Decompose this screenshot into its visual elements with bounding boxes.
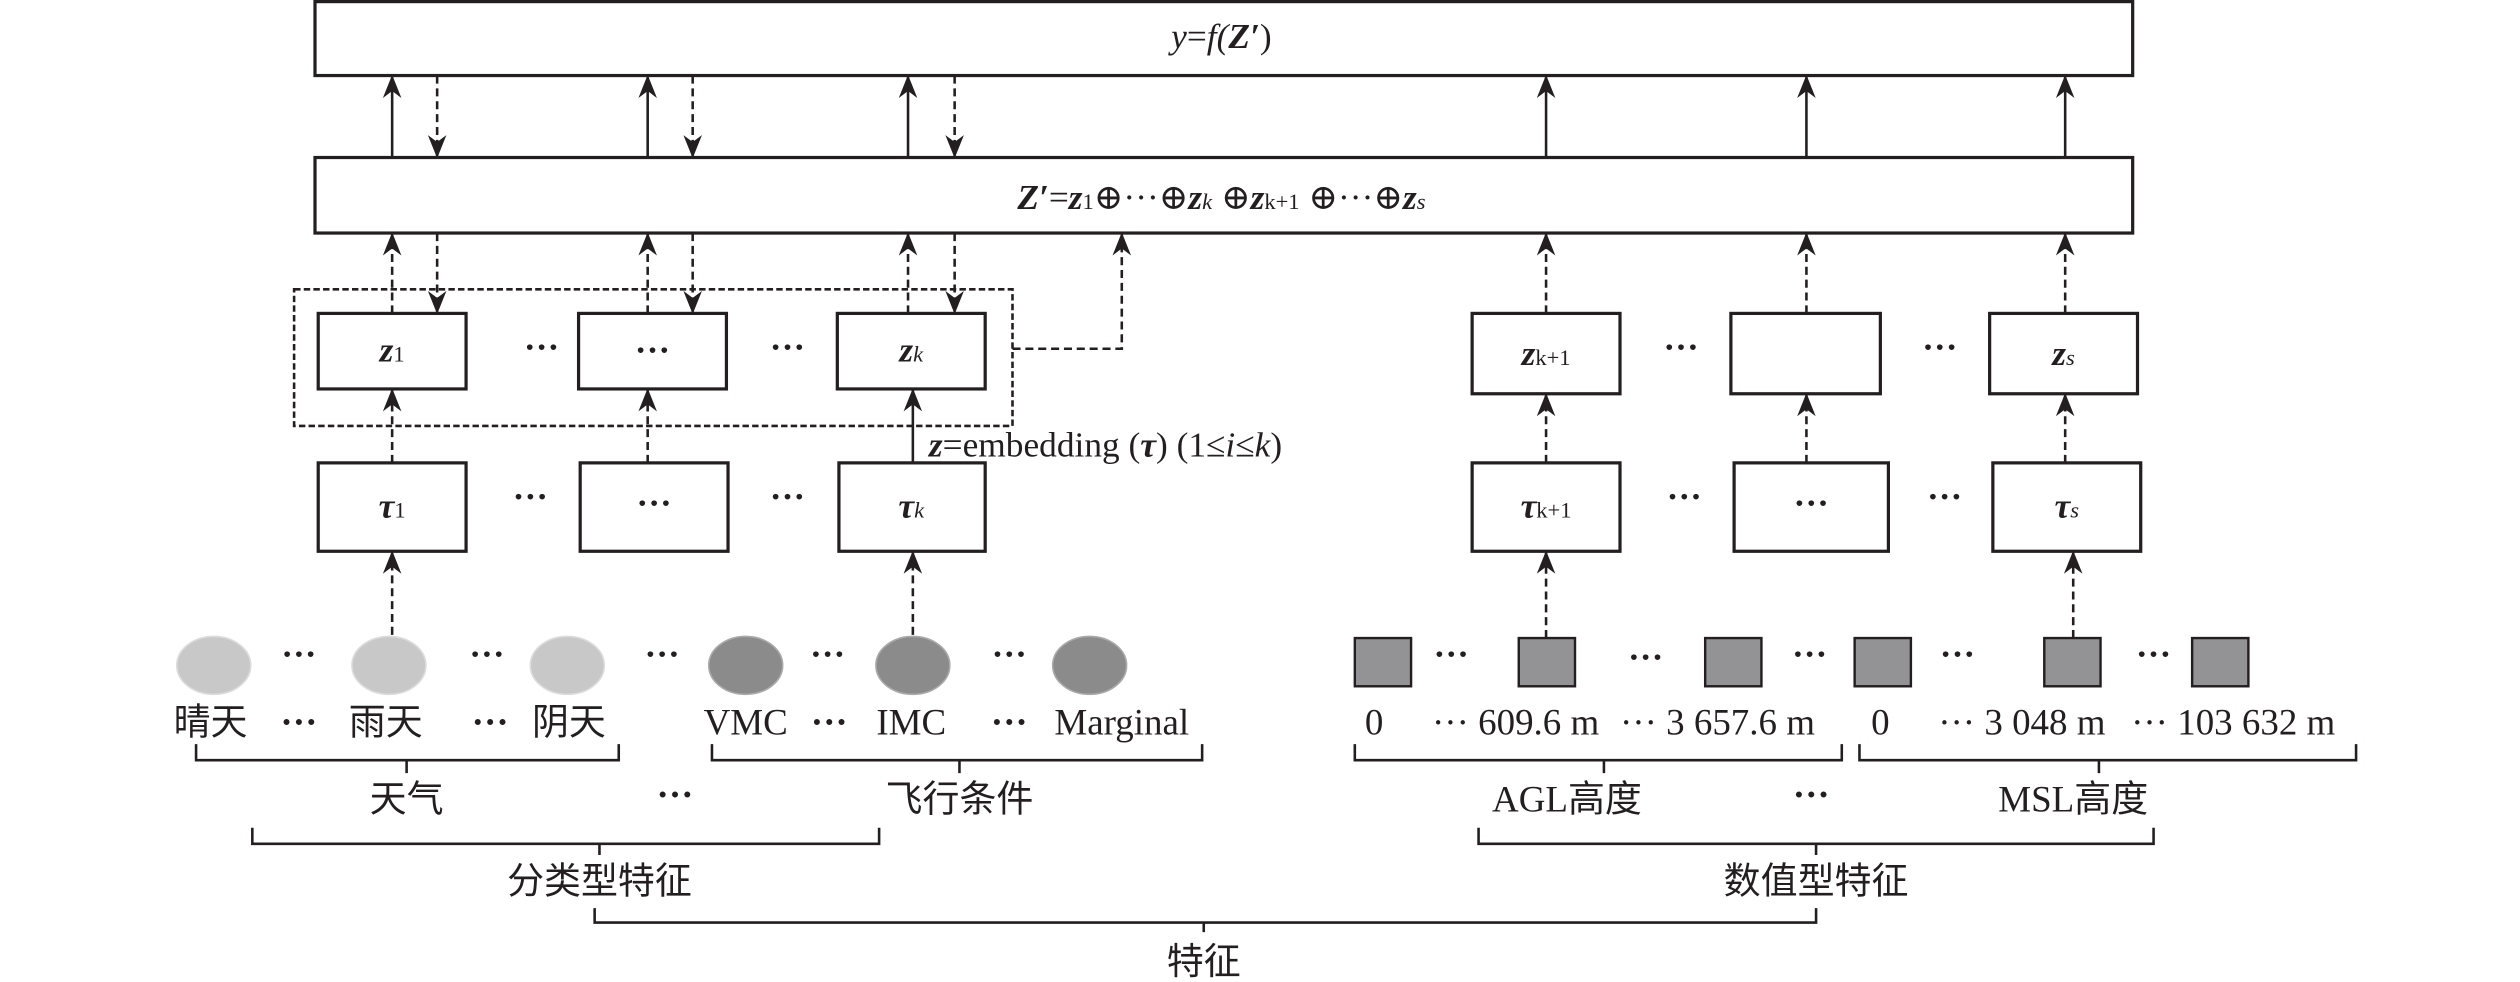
ellipsis: ··· [1628,637,1663,677]
svg-text:···: ··· [1794,482,1829,522]
flight-condition-token [707,635,784,696]
agl-token [1353,636,1413,688]
flight-condition-token [1051,635,1128,696]
ellipsis: ··· [770,326,805,366]
ellipsis: ··· [1927,476,1962,516]
root-features: 特征 [1167,941,1241,982]
ellipsis: ··· [657,774,694,815]
tau-box-middle: ··· [578,461,730,553]
value-label: 0 [1871,701,1889,742]
value-label: Marginal [1054,701,1189,742]
weather-token [529,635,606,696]
value-label: 雨天 [349,701,423,742]
output-box [313,0,2135,78]
svg-text:zk+1: zk+1 [1521,333,1571,373]
value-label: ··· 103 632 m [2131,701,2335,742]
z-box-s: zs [1988,311,2140,396]
embedding-group-frame [292,288,1014,428]
svg-text:z1: z1 [379,330,405,370]
weather-token [175,635,252,696]
concat-formula: Z′=z1⊕···⊕zk ⊕zk+1 ⊕···⊕zs [1016,177,1425,217]
value-label: VMC [704,701,788,742]
tau-box-1: τ1 [316,461,468,553]
input-to-tau-arrows [382,550,2083,639]
value-label: ··· [811,701,848,742]
ellipsis: ··· [1792,633,1827,673]
embedding-formula: z=embedding (τ) (1≤i≤k) [928,424,1282,464]
ellipsis: ··· [810,633,845,673]
ellipsis: ··· [1434,633,1469,673]
tau-box-s: τs [1991,461,2143,553]
category-numeric-features: 数值型特征 [1724,861,1909,902]
svg-text:τk+1: τk+1 [1521,486,1572,526]
agl-token [1517,636,1577,688]
svg-text:zs: zs [2051,333,2075,373]
z-box-middle-right [1729,311,1882,396]
group-label-msl: MSL高度 [1998,779,2148,820]
value-label: 0 [1365,701,1383,742]
svg-text:···: ··· [635,330,670,370]
weather-token [351,635,427,696]
value-label: ··· 3 657.6 m [1620,701,1815,742]
numeric-value-labels: 0 ··· 609.6 m ··· 3 657.6 m 0 ··· 3 048 … [1365,701,2336,742]
z-box-middle: ··· [576,311,729,391]
value-label: ··· 609.6 m [1432,701,1600,742]
ellipsis: ··· [770,476,805,516]
value-label: ··· [472,701,509,742]
ellipsis: ··· [281,633,316,673]
category-categorical-features: 分类型特征 [507,861,692,902]
svg-text:τ1: τ1 [379,486,406,526]
categorical-value-labels: 晴天 ··· 雨天 ··· 阴天 VMC ··· IMC ··· Margina… [174,701,1190,742]
svg-text:τk: τk [898,486,925,526]
z-to-concat-arrows [382,232,2075,351]
flight-condition-token [875,635,951,696]
ellipsis: ··· [1667,476,1702,516]
value-label: IMC [876,701,946,742]
value-label: 晴天 [174,701,248,742]
msl-token [2190,636,2250,688]
ellipsis: ··· [524,326,559,366]
svg-text:···: ··· [636,482,671,522]
ellipsis: ··· [513,476,548,516]
tau-to-z-arrows [382,388,2075,463]
ellipsis: ··· [1793,774,1830,815]
ellipsis: ··· [1922,326,1957,366]
value-label: ··· [280,701,317,742]
z-box-k: zk [835,311,987,391]
value-label: ··· [991,701,1028,742]
msl-token [2043,636,2102,688]
ellipsis: ··· [1663,326,1698,366]
braces [194,744,2358,933]
svg-text:τs: τs [2055,486,2080,526]
tau-box-k: τk [837,461,987,553]
categorical-inputs [175,635,1128,696]
output-formula: y=f(Z′) [1168,16,1272,56]
ellipsis: ··· [469,633,504,673]
tau-box-k-plus-1: τk+1 [1470,461,1622,553]
ellipsis: ··· [992,633,1027,673]
value-label: ··· 3 048 m [1938,701,2106,742]
ellipsis: ··· [1940,633,1975,673]
z-box-1: z1 [316,311,468,391]
tau-box-middle-right: ··· [1732,461,1890,553]
group-label-flight-condition: 飞行条件 [886,779,1034,820]
group-label-weather: 天气 [370,779,444,820]
msl-token [1853,636,1913,688]
concat-to-output-arrows [382,74,2075,159]
numeric-inputs [1353,636,2250,688]
ellipsis: ··· [644,633,679,673]
value-label: 阴天 [532,701,606,742]
concat-box [313,155,2135,235]
ellipsis: ··· [2136,633,2171,673]
agl-token [1703,636,1763,688]
group-label-agl: AGL高度 [1492,779,1642,820]
z-box-k-plus-1: zk+1 [1470,311,1622,396]
svg-text:zk: zk [898,330,924,370]
